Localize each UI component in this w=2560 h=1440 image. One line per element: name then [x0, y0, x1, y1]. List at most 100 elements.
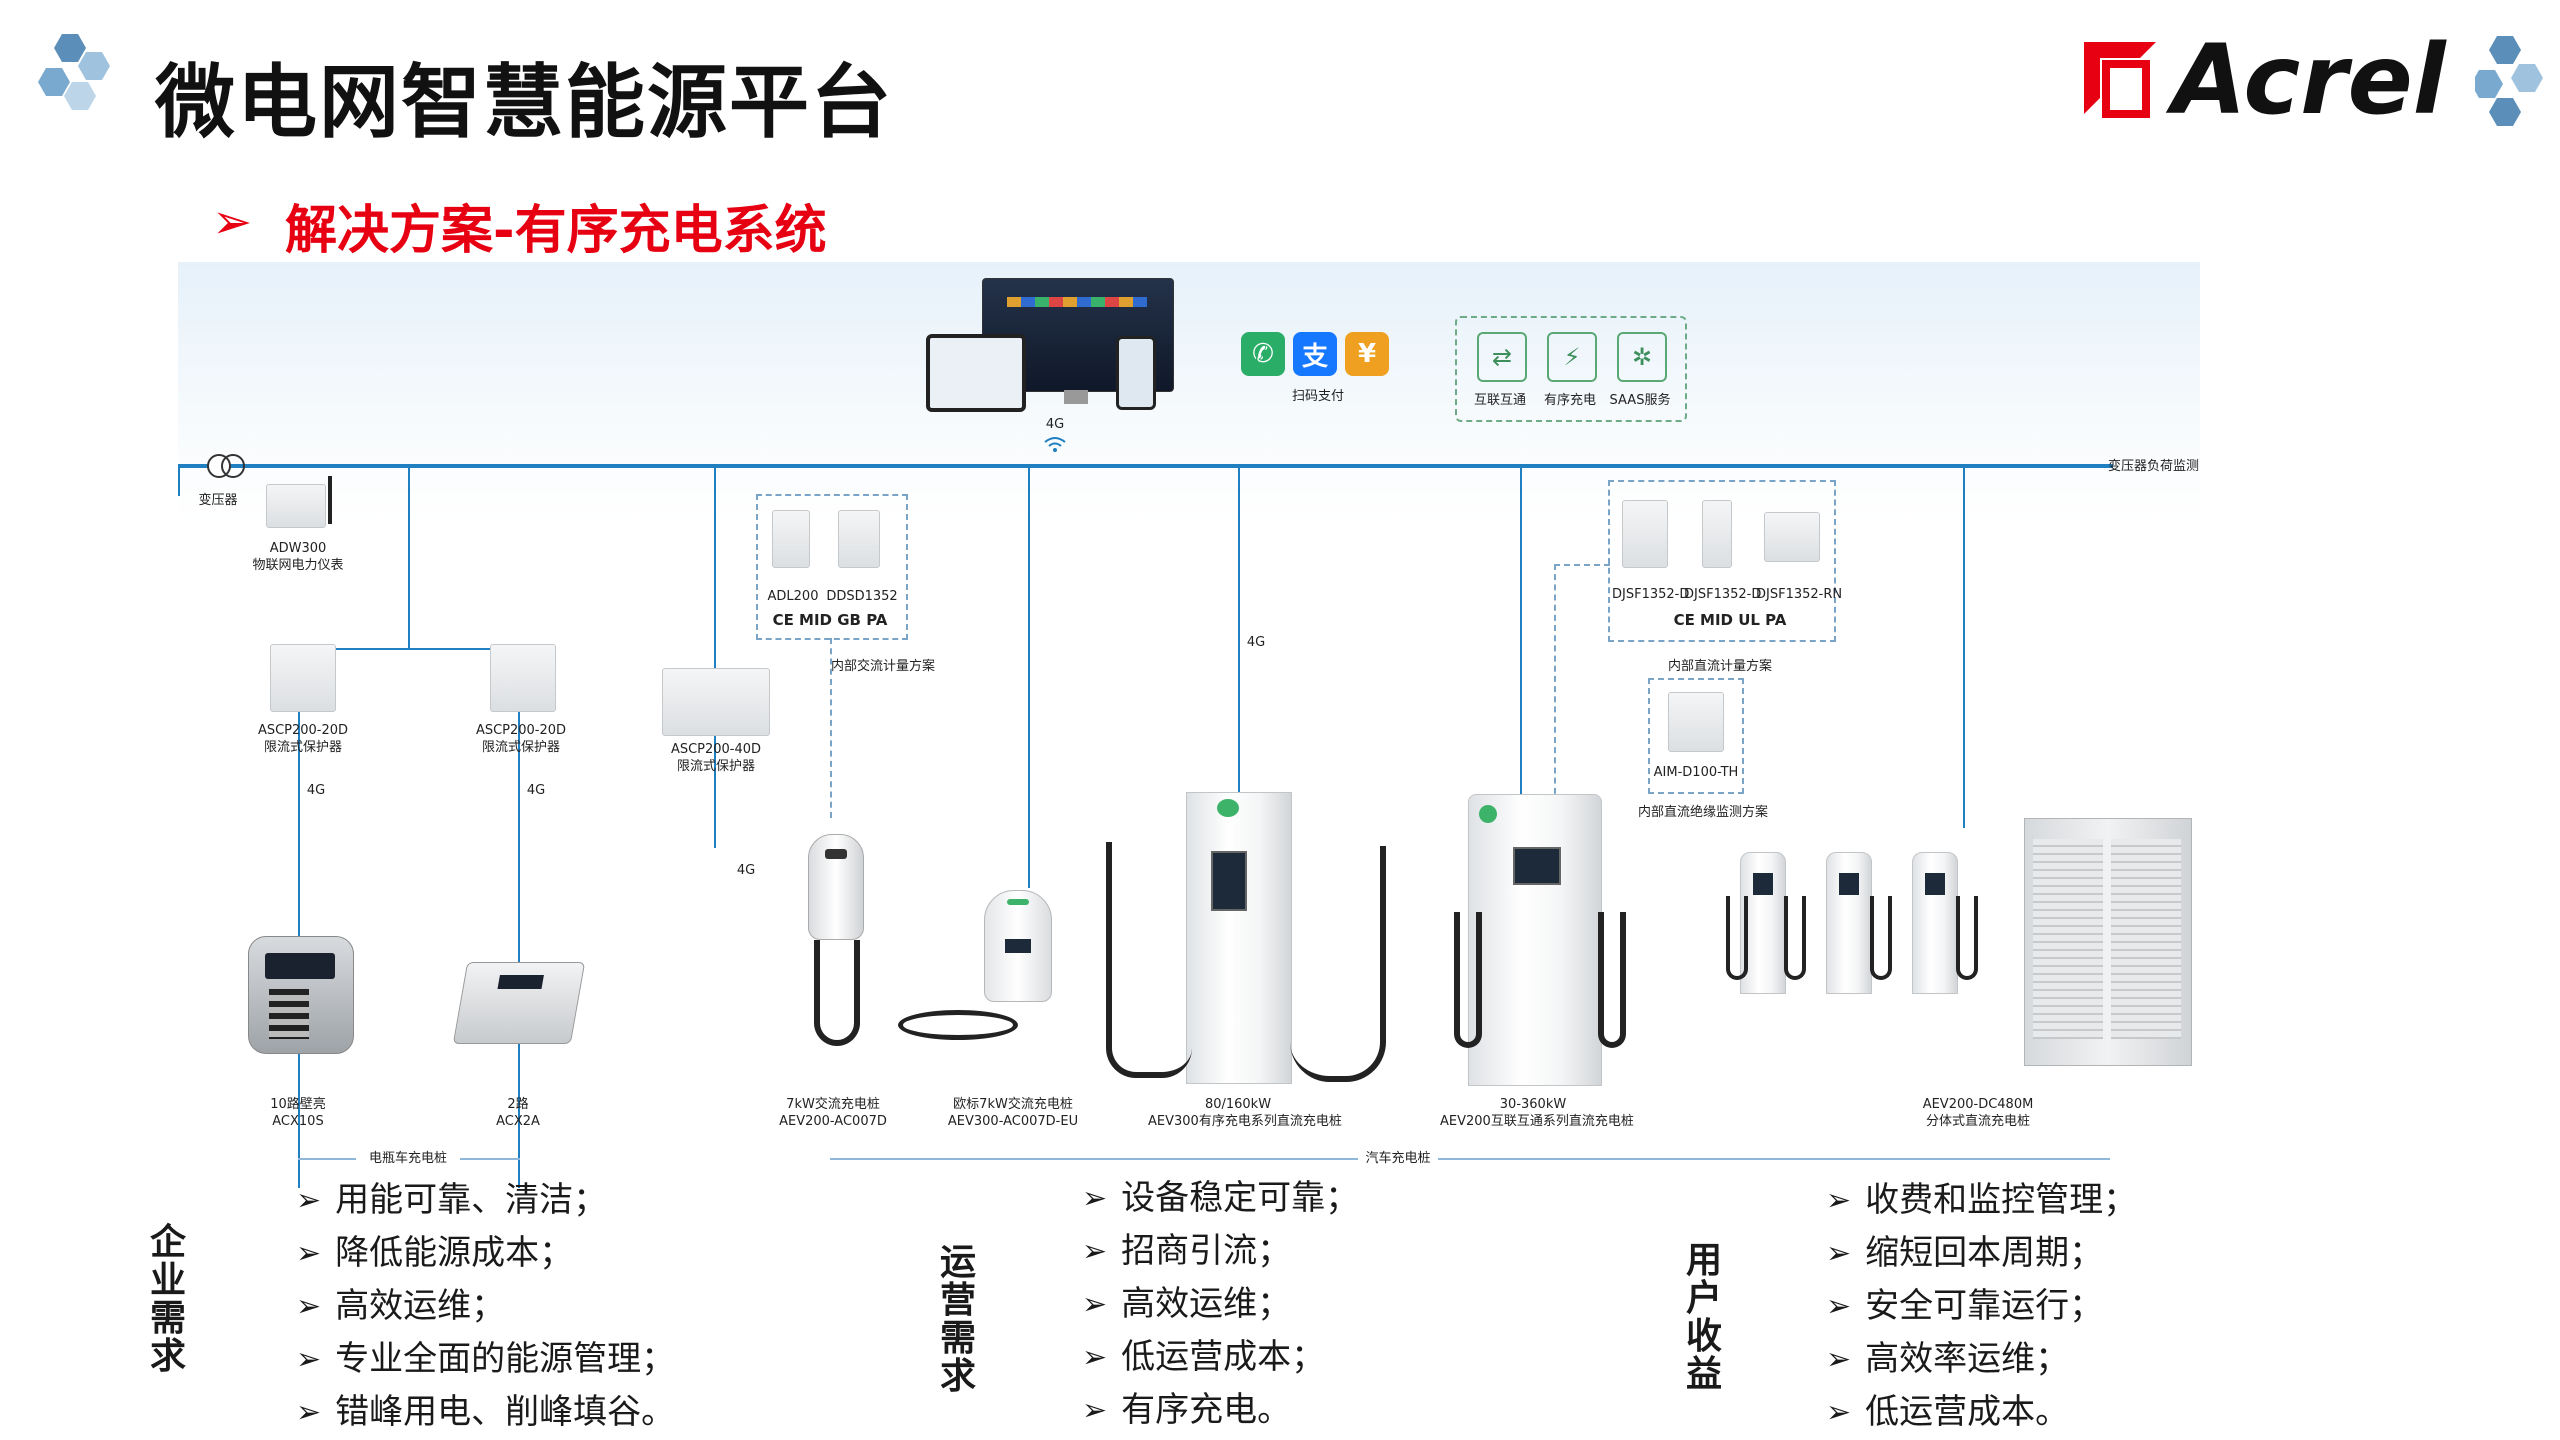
- insulation-model: AIM-D100-TH: [1653, 765, 1739, 780]
- ascp-desc: 限流式保护器: [263, 740, 342, 755]
- link-icon: ⇄: [1477, 332, 1527, 382]
- meter-model: DJSF1352-RN: [1756, 587, 1843, 602]
- charging-cable: [1106, 842, 1192, 1078]
- ascp-desc: 限流式保护器: [481, 740, 560, 755]
- list-item-text: 设备稳定可靠；: [1121, 1178, 1360, 1218]
- charger-name: 欧标7kW交流充电桩: [953, 1097, 1073, 1112]
- group-car-label: 汽车充电桩: [1358, 1150, 1438, 1167]
- charging-cable: [814, 940, 860, 1046]
- transformer-icon: [207, 454, 245, 478]
- page-title: 微电网智慧能源平台: [155, 56, 893, 149]
- list-item: ➢ 设备稳定可靠；: [1082, 1172, 1359, 1225]
- cert-marks: CE MID GB PA: [772, 611, 888, 629]
- section-title: 运营需求: [939, 1242, 976, 1397]
- antenna-icon: [328, 476, 332, 524]
- list-item-text: 专业全面的能源管理；: [335, 1339, 676, 1379]
- charger-name: 80/160kW: [1204, 1097, 1272, 1112]
- enterprise-needs-list: ➢用能可靠、清洁； ➢降低能源成本； ➢高效运维； ➢专业全面的能源管理； ➢错…: [296, 1174, 675, 1439]
- branch-line: [1238, 468, 1240, 888]
- dashed-link: [1554, 564, 1610, 566]
- charger-name: 30-360kW: [1499, 1097, 1567, 1112]
- charging-cable: [1454, 912, 1482, 1048]
- arrow-icon: ➢: [296, 1183, 322, 1218]
- subtitle-arrow-icon: ➢: [212, 194, 253, 250]
- arrow-icon: ➢: [1826, 1236, 1852, 1271]
- charger-name: 2路: [507, 1097, 529, 1112]
- list-item: ➢ 用能可靠、清洁；: [296, 1174, 675, 1227]
- list-item: ➢有序充电。: [1082, 1384, 1359, 1437]
- arrow-icon: ➢: [1826, 1183, 1852, 1218]
- adl200-meter: [772, 510, 810, 568]
- section-title: 企业需求: [149, 1222, 186, 1377]
- bus-vertical: [178, 466, 180, 496]
- section-title-enterprise: 企业需求: [148, 1224, 188, 1376]
- cert-marks: CE MID UL PA: [1673, 611, 1787, 629]
- smartphone: [1116, 336, 1156, 410]
- system-diagram: 4G ✆ 支 ¥ 扫码支付 ⇄ ⚡ ✲ 互联互通 有序充电 SAAS服务 变压器…: [178, 262, 2200, 1188]
- list-item-text: 用能可靠、清洁；: [335, 1180, 608, 1220]
- charger-model: AEV200互联互通系列直流充电桩: [1440, 1114, 1634, 1129]
- split-dc-dispenser: [1826, 852, 1872, 994]
- arrow-icon: ➢: [1082, 1181, 1108, 1216]
- user-benefits-list: ➢收费和监控管理； ➢缩短回本周期； ➢安全可靠运行； ➢高效率运维； ➢低运营…: [1826, 1174, 2137, 1439]
- network-icon: ✲: [1617, 332, 1667, 382]
- four-g-label: 4G: [1246, 635, 1266, 650]
- services-box: ⇄ ⚡ ✲ 互联互通 有序充电 SAAS服务: [1455, 316, 1687, 422]
- hexagon-cluster-icon: [2475, 36, 2543, 126]
- four-g-label: 4G: [736, 863, 756, 878]
- dashed-link: [1554, 564, 1556, 804]
- charger-model: 分体式直流充电桩: [1925, 1114, 2030, 1129]
- charger-model: AEV200-AC007D: [779, 1114, 887, 1129]
- adw300-meter: [266, 484, 326, 528]
- list-item-text: 安全可靠运行；: [1865, 1286, 2104, 1326]
- list-item: ➢低运营成本；: [1082, 1331, 1359, 1384]
- meter-model: DJSF1352-D: [1612, 587, 1690, 602]
- charging-cable: [1784, 896, 1806, 980]
- list-item: ➢专业全面的能源管理；: [296, 1333, 675, 1386]
- transformer-label: 变压器: [198, 493, 238, 508]
- list-item-text: 错峰用电、削峰填谷。: [335, 1392, 676, 1432]
- bus-right-label: 变压器负荷监测: [2108, 459, 2200, 474]
- meter-model: DDSD1352: [826, 589, 898, 604]
- service-label: 互联互通: [1473, 393, 1526, 408]
- charging-cable: [1956, 896, 1978, 980]
- list-item: ➢ 收费和监控管理；: [1826, 1174, 2137, 1227]
- list-item: ➢高效率运维；: [1826, 1333, 2137, 1386]
- branch-line: [408, 468, 410, 648]
- list-item-text: 招商引流；: [1121, 1231, 1292, 1271]
- power-cabinet: [2024, 818, 2192, 1066]
- ascp-protector: [270, 644, 336, 712]
- split-dc-dispenser: [1912, 852, 1958, 994]
- ascp-protector: [490, 644, 556, 712]
- charger-model: AEV300有序充电系列直流充电桩: [1148, 1114, 1342, 1129]
- eu-7kw-charger: [984, 890, 1052, 1002]
- acrel-logo-mark-icon: [2084, 42, 2156, 118]
- ascp-model: ASCP200-40D: [670, 742, 762, 757]
- charger-name: 10路壁亮: [270, 1097, 326, 1112]
- insulation-box: AIM-D100-TH: [1648, 678, 1744, 794]
- charging-cable: [898, 1010, 1018, 1040]
- arrow-icon: ➢: [296, 1289, 322, 1324]
- dashed-link: [830, 638, 832, 818]
- list-item: ➢招商引流；: [1082, 1225, 1359, 1278]
- section-title-user: 用户收益: [1684, 1242, 1724, 1394]
- cloud-4g-label: 4G: [1045, 417, 1065, 432]
- insulation-caption: 内部直流绝缘监测方案: [1638, 805, 1769, 820]
- arrow-icon: ➢: [296, 1236, 322, 1271]
- charging-cable: [1870, 896, 1892, 980]
- list-item-text: 收费和监控管理；: [1865, 1180, 2138, 1220]
- list-item: ➢高效运维；: [296, 1280, 675, 1333]
- arrow-icon: ➢: [1082, 1287, 1108, 1322]
- arrow-icon: ➢: [1826, 1342, 1852, 1377]
- djsf1352-rn-meter: [1764, 512, 1820, 562]
- ascp-40d-protector: [662, 668, 770, 736]
- wireless-signal-icon: [1044, 437, 1066, 452]
- list-item-text: 低运营成本；: [1121, 1337, 1326, 1377]
- arrow-icon: ➢: [1826, 1395, 1852, 1430]
- unionpay-icon: ¥: [1345, 332, 1389, 376]
- group-ebike-label: 电瓶车充电桩: [356, 1150, 460, 1167]
- branch-line: [1963, 468, 1965, 828]
- list-item: ➢低运营成本。: [1826, 1386, 2137, 1439]
- arrow-icon: ➢: [1082, 1393, 1108, 1428]
- charger-model: AEV300-AC007D-EU: [947, 1114, 1079, 1129]
